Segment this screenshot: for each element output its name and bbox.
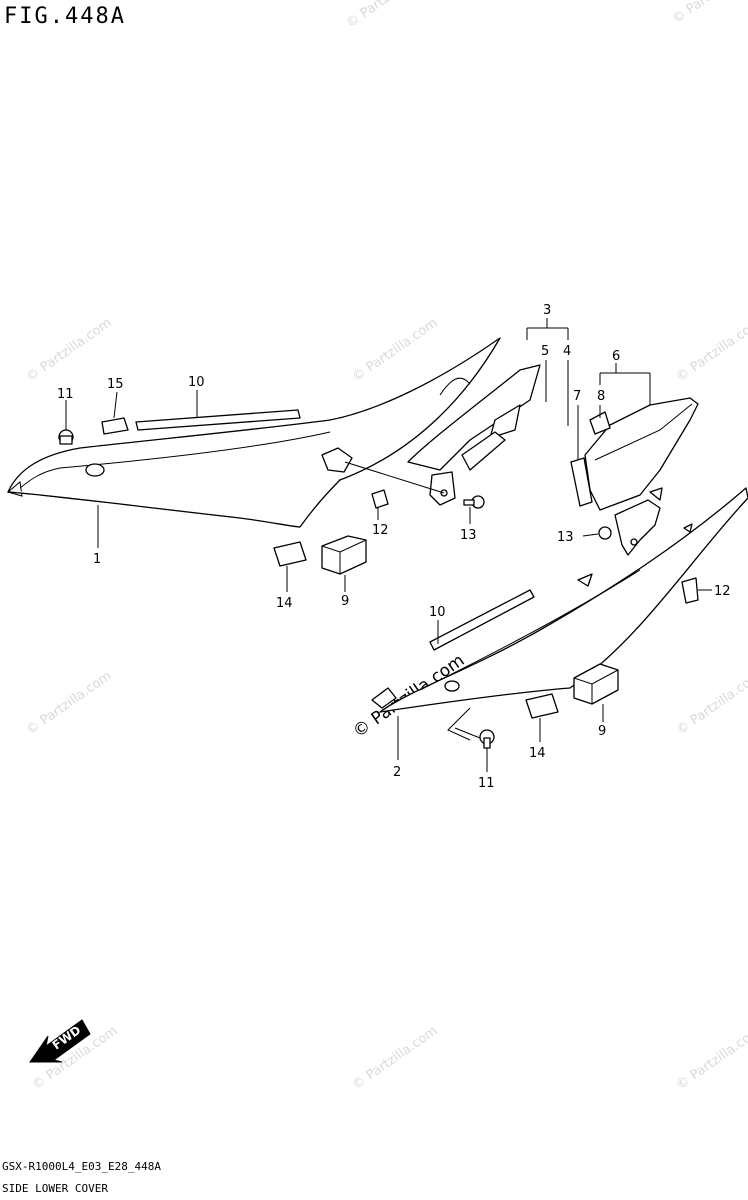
callout-3: 3 [543,303,551,318]
callout-9: 9 [598,724,606,739]
watermark-layer: © Partzilla.com © Partzilla.com © Partzi… [24,0,748,1093]
callout-14: 14 [276,596,293,611]
callout-8: 8 [597,389,605,404]
watermark: © Partzilla.com [24,315,115,385]
part-1-side-lower-cover-upper [6,337,501,528]
callout-13: 13 [460,528,477,543]
callout-12: 12 [714,584,731,599]
callout-13: 13 [557,530,574,545]
figure-title: FIG.448A [4,4,126,29]
part-13-screw-upper [463,495,485,509]
part-14-pad-lower [525,693,559,719]
watermark: © Partzilla.com [670,0,748,27]
callout-12: 12 [372,523,389,538]
part-7-strip [570,457,593,507]
part-9-block-upper [321,535,367,575]
callout-10: 10 [429,605,446,620]
part-12-clip-lower [681,577,699,604]
callout-11: 11 [57,387,74,402]
watermark: © Partzilla.com [350,315,441,385]
callout-10: 10 [188,375,205,390]
part-2-side-lower-cover-lower [371,487,748,741]
watermark: © Partzilla.com [344,0,435,31]
watermark: © Partzilla.com [674,1023,748,1093]
watermark: © Partzilla.com [350,1023,441,1093]
callout-2: 2 [393,765,401,780]
part-9-block-lower [573,663,619,705]
part-3-bracket-assembly [407,364,541,506]
callout-labels: 11 15 10 1 12 13 14 9 3 5 4 6 7 8 13 12 … [57,303,731,791]
watermark: © Partzilla.com [24,668,115,738]
part-15-pad [101,417,129,435]
part-6-cover-assembly [584,397,699,556]
part-12-clip-upper [371,489,389,509]
callout-15: 15 [107,377,124,392]
callout-11: 11 [478,776,495,791]
diagram-name: SIDE LOWER COVER [2,1182,108,1195]
part-14-pad-upper [273,541,307,567]
callout-14: 14 [529,746,546,761]
part-11-bolt-lower [479,729,495,749]
leader-lines [65,318,712,772]
part-10-strip-lower [429,589,535,651]
callout-5: 5 [541,344,549,359]
callout-9: 9 [341,594,349,609]
callout-6: 6 [612,349,620,364]
part-13-screw-lower [598,526,612,540]
part-11-bolt-upper [58,429,74,445]
watermark: © Partzilla.com [674,668,748,738]
callout-1: 1 [93,552,101,567]
watermark: © Partzilla.com [674,315,748,385]
diagram-code: GSX-R1000L4_E03_E28_448A [2,1160,161,1173]
part-10-strip-upper [135,409,301,431]
callout-4: 4 [563,344,571,359]
callout-7: 7 [573,389,581,404]
